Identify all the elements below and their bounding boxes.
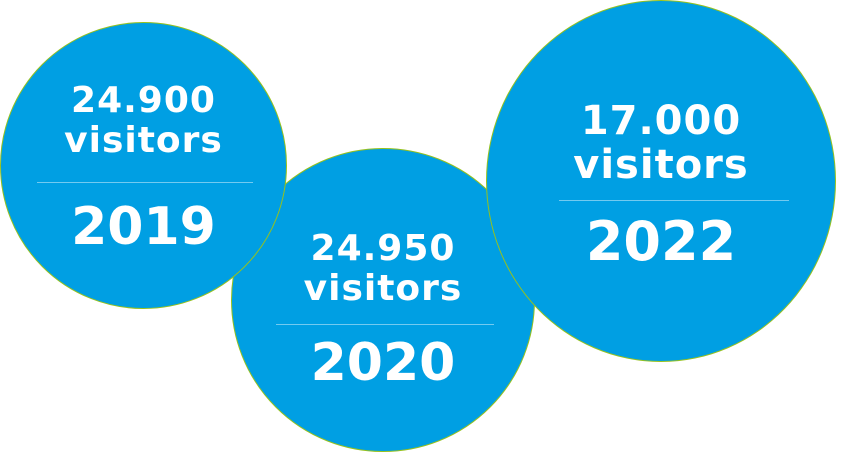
visitor-count-unit: visitors	[303, 268, 463, 309]
visitor-count: 24.900 visitors	[1, 83, 286, 159]
visitor-count-number: 17.000	[580, 98, 742, 144]
year-label: 2020	[310, 333, 456, 393]
stat-circle-2022: 17.000 visitors 2022	[486, 0, 836, 362]
divider-line	[276, 324, 494, 325]
year-label: 2019	[71, 197, 216, 257]
stat-circle-2020: 24.950 visitors 2020	[231, 148, 535, 452]
visitor-count: 17.000 visitors	[487, 101, 835, 185]
year-label: 2022	[585, 210, 737, 273]
divider-line	[559, 200, 789, 201]
visitor-count: 24.950 visitors	[232, 231, 534, 307]
divider-line	[37, 182, 253, 183]
visitor-count-number: 24.950	[310, 228, 456, 269]
visitor-count-number: 24.900	[71, 80, 216, 121]
stat-circle-2019: 24.900 visitors 2019	[0, 22, 287, 309]
visitor-count-unit: visitors	[573, 142, 749, 188]
visitor-count-unit: visitors	[64, 120, 223, 161]
